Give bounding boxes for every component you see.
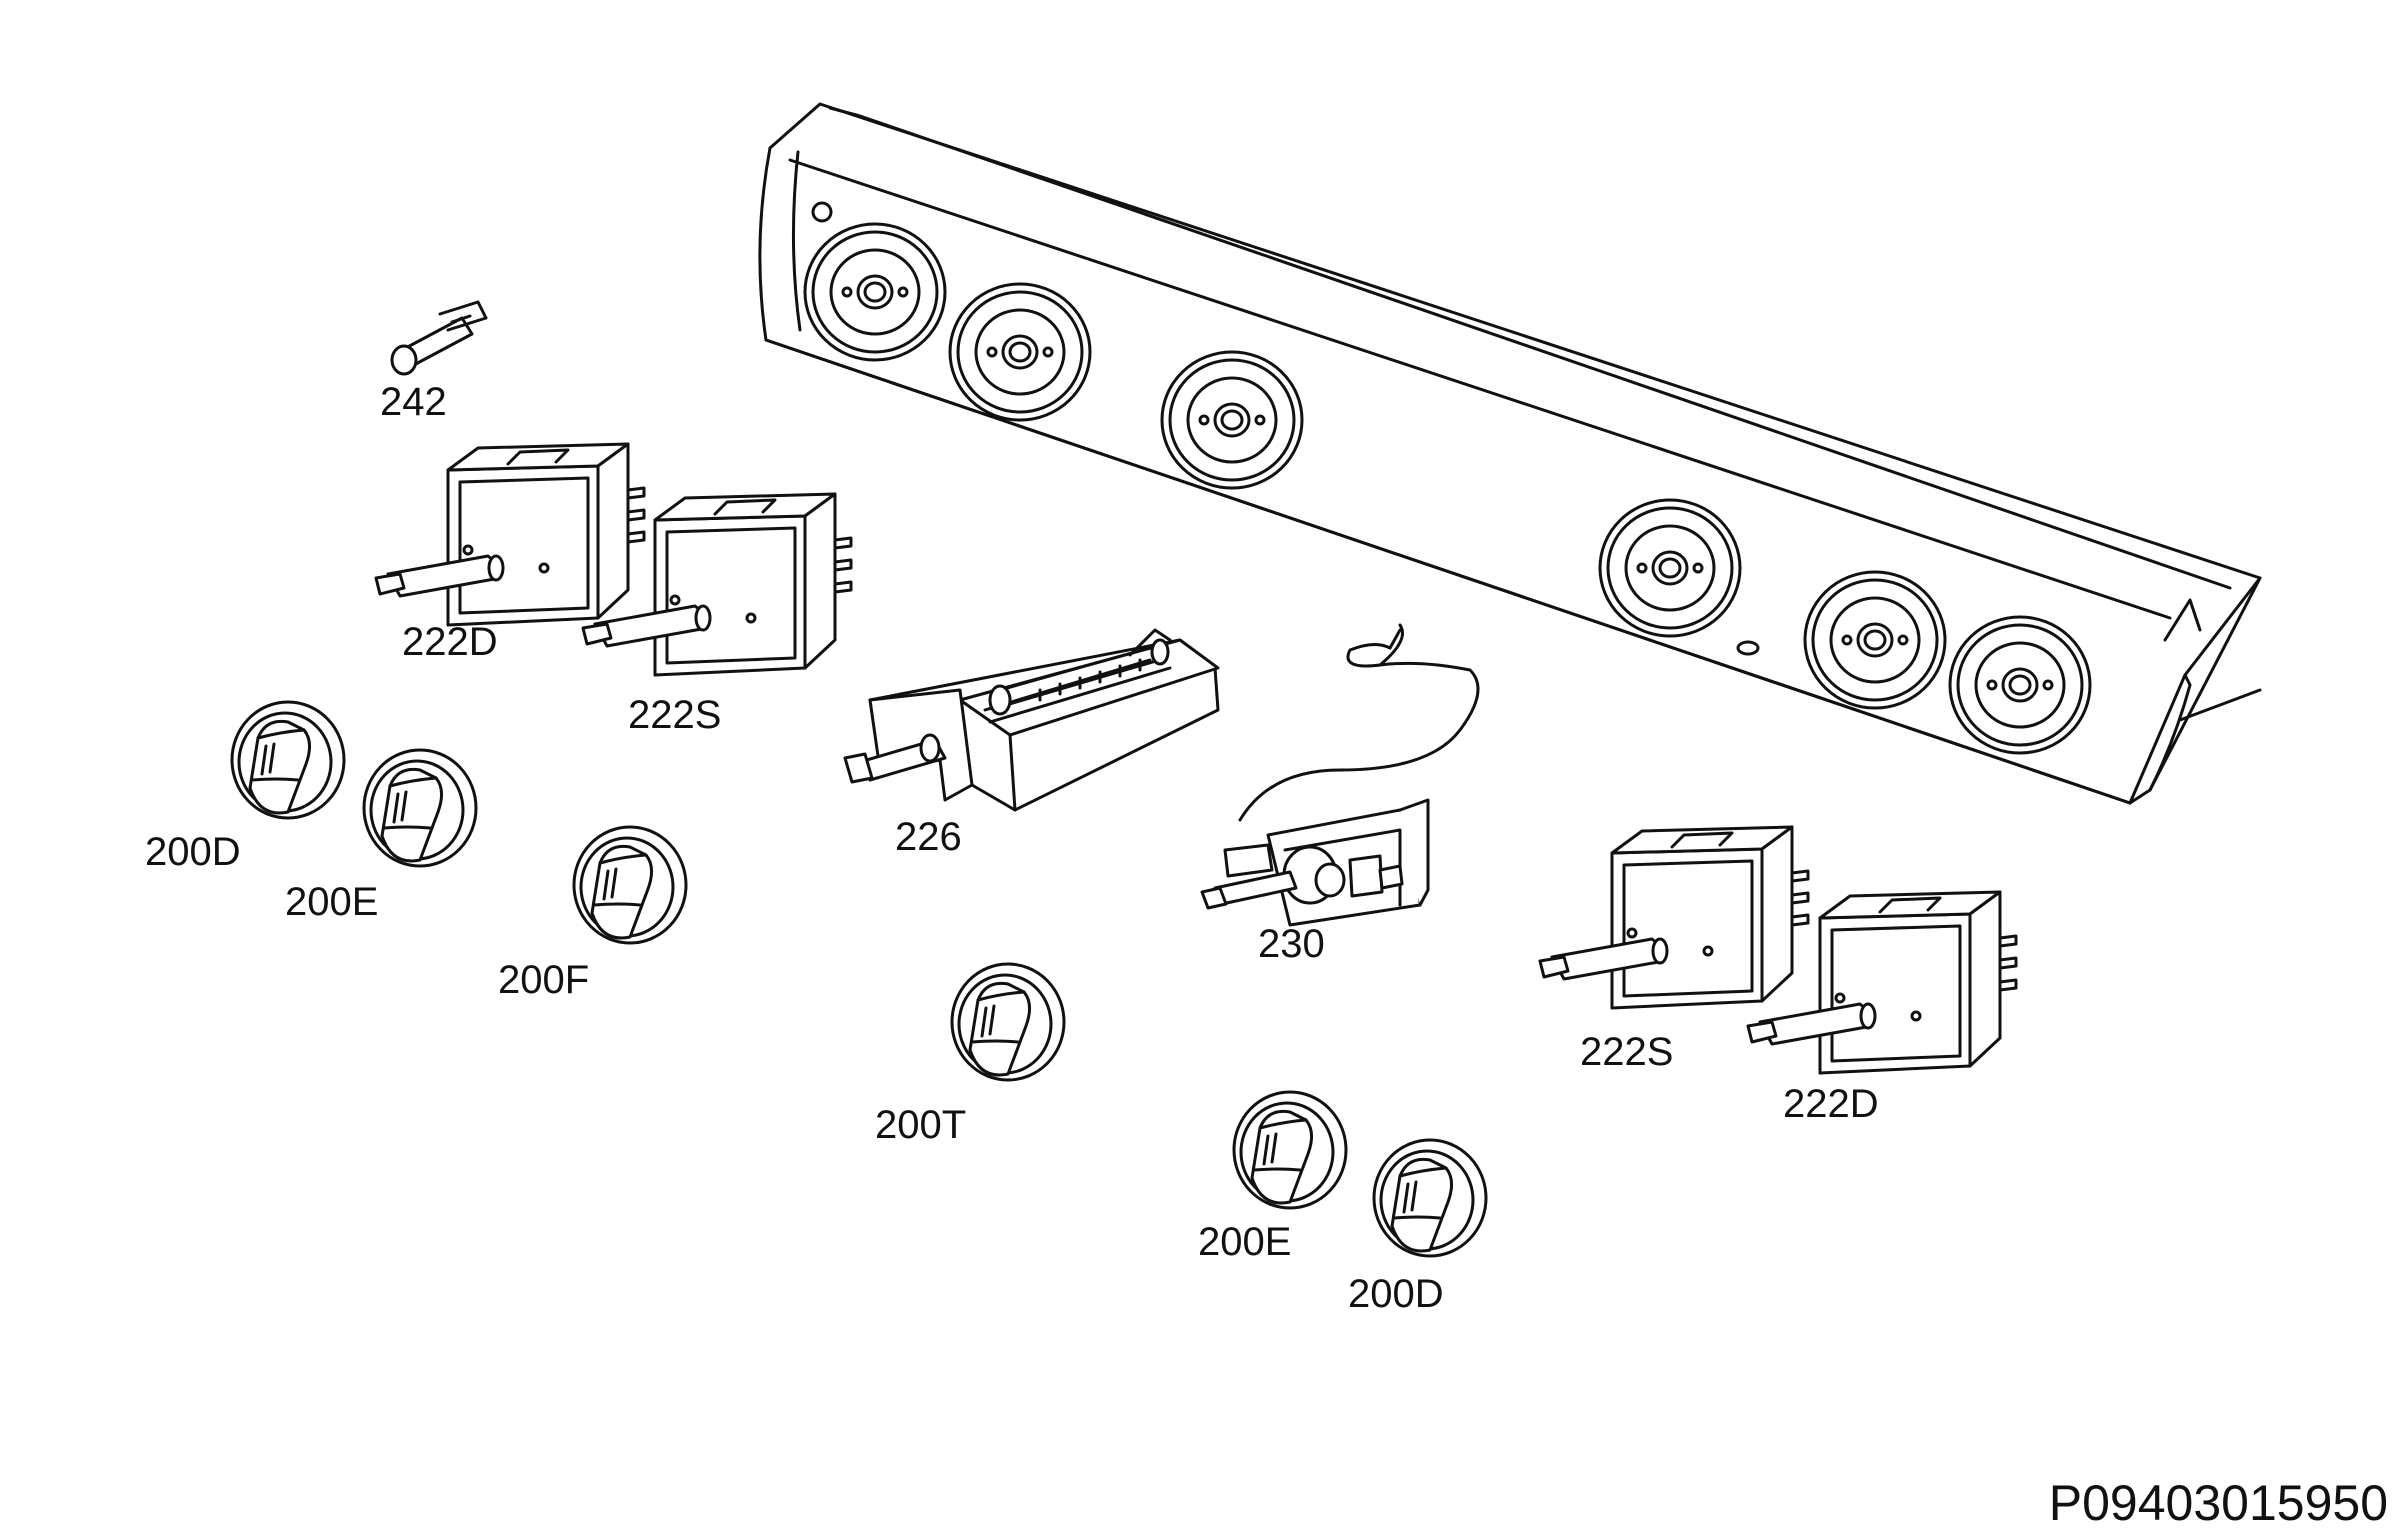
- selector-switch-assembly: [843, 628, 1220, 812]
- label-226: 226: [895, 815, 962, 859]
- fascia-bezel-3: [1160, 350, 1304, 490]
- control-panel-fascia: [758, 102, 2262, 805]
- control-knob-200e-left: [362, 748, 478, 868]
- label-222s-right: 222S: [1580, 1030, 1673, 1074]
- control-knob-200t: [950, 962, 1066, 1082]
- oven-thermostat: [1200, 623, 1480, 927]
- energy-regulator-222s-right: [1538, 825, 1810, 1010]
- control-knob-200d-right: [1372, 1138, 1488, 1258]
- label-222s-left: 222S: [628, 693, 721, 737]
- control-knob-200e-right: [1232, 1090, 1348, 1210]
- pilot-lamp: [390, 300, 488, 376]
- label-230: 230: [1258, 922, 1325, 966]
- fascia-bezel-4: [1598, 498, 1742, 638]
- label-200e-left: 200E: [285, 880, 378, 924]
- energy-regulator-222d-left: [374, 442, 646, 627]
- fascia-bezel-6: [1948, 615, 2092, 755]
- label-200d-left: 200D: [145, 830, 241, 874]
- label-200e-right: 200E: [1198, 1220, 1291, 1264]
- control-knob-200f: [572, 825, 688, 945]
- label-200t: 200T: [875, 1103, 966, 1147]
- fascia-bezel-1: [803, 222, 947, 362]
- fascia-bezel-2: [948, 282, 1092, 422]
- label-242: 242: [380, 380, 447, 424]
- label-200d-right: 200D: [1348, 1272, 1444, 1316]
- label-222d-left: 222D: [402, 620, 498, 664]
- document-id: P09403015950: [2049, 1475, 2388, 1531]
- label-222d-right: 222D: [1783, 1082, 1879, 1126]
- control-knob-200d-left: [230, 700, 346, 820]
- fascia-bezel-5: [1803, 570, 1947, 710]
- label-200f: 200F: [498, 958, 589, 1002]
